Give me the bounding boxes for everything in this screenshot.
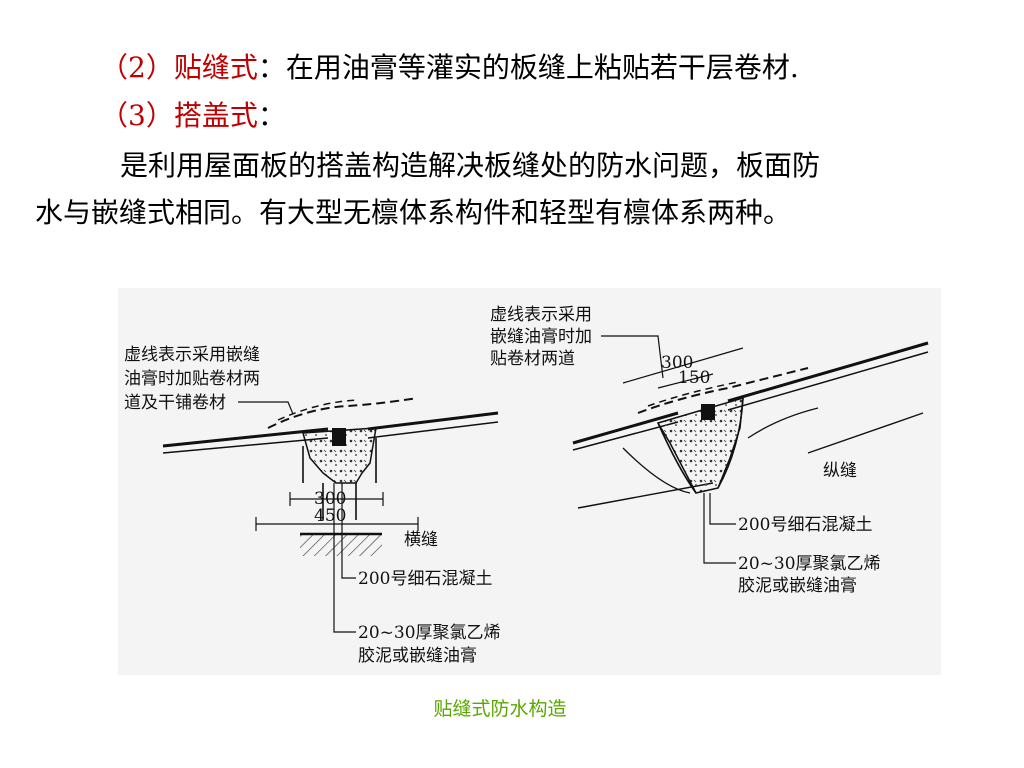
right-sealant-label-2: 胶泥或嵌缝油膏 [738, 575, 857, 596]
figure-caption: 贴缝式防水构造 [433, 698, 567, 720]
left-joint-label: 横缝 [404, 530, 438, 550]
right-concrete-label: 200号细石混凝土 [738, 515, 872, 535]
heading-tiefeng: （2）贴缝式 [100, 51, 258, 84]
waterproof-detail-figure: 300 450 横缝 虚线表示采用嵌缝 油膏时加贴卷材两 道及干铺卷材 200号… [118, 288, 941, 675]
left-dim-450: 450 [314, 506, 346, 526]
paragraph-line-1: （2）贴缝式：在用油膏等灌实的板缝上粘贴若干层卷材. [100, 48, 799, 88]
left-detail: 300 450 横缝 虚线表示采用嵌缝 油膏时加贴卷材两 道及干铺卷材 200号… [124, 345, 501, 666]
left-note-2: 油膏时加贴卷材两 [124, 368, 260, 389]
paragraph-line-4: 水与嵌缝式相同。有大型无檩体系构件和轻型有檩体系两种。 [35, 196, 792, 229]
text-tiefeng-desc: ：在用油膏等灌实的板缝上粘贴若干层卷材. [257, 51, 799, 84]
paragraph-line-3: 是利用屋面板的搭盖构造解决板缝处的防水问题，板面防 [120, 149, 821, 182]
right-note-2: 嵌缝油膏时加 [490, 326, 592, 347]
right-note-1: 虚线表示采用 [490, 305, 592, 325]
left-dim-300: 300 [314, 489, 346, 509]
right-detail: 300 150 纵缝 虚线表示采用 嵌缝油膏时加 贴卷材两道 200号细石混凝土… [490, 305, 929, 596]
text-dagai-colon: ： [257, 99, 286, 132]
right-sealant-label-1: 20~30厚聚氯乙烯 [738, 554, 881, 574]
paragraph-line-2: （3）搭盖式： [100, 96, 286, 136]
right-dim-150: 150 [678, 368, 710, 388]
left-note-3: 道及干铺卷材 [124, 393, 226, 413]
left-sealant-label-2: 胶泥或嵌缝油膏 [358, 645, 477, 666]
left-concrete-label: 200号细石混凝土 [358, 569, 492, 589]
heading-dagai: （3）搭盖式 [100, 99, 258, 132]
detail-drawing: 300 450 横缝 虚线表示采用嵌缝 油膏时加贴卷材两 道及干铺卷材 200号… [124, 305, 929, 666]
right-joint-label: 纵缝 [823, 461, 857, 481]
left-sealant-label-1: 20~30厚聚氯乙烯 [358, 623, 501, 643]
left-note-1: 虚线表示采用嵌缝 [124, 345, 260, 365]
right-dim-300: 300 [661, 353, 693, 373]
right-note-3: 贴卷材两道 [490, 349, 575, 369]
